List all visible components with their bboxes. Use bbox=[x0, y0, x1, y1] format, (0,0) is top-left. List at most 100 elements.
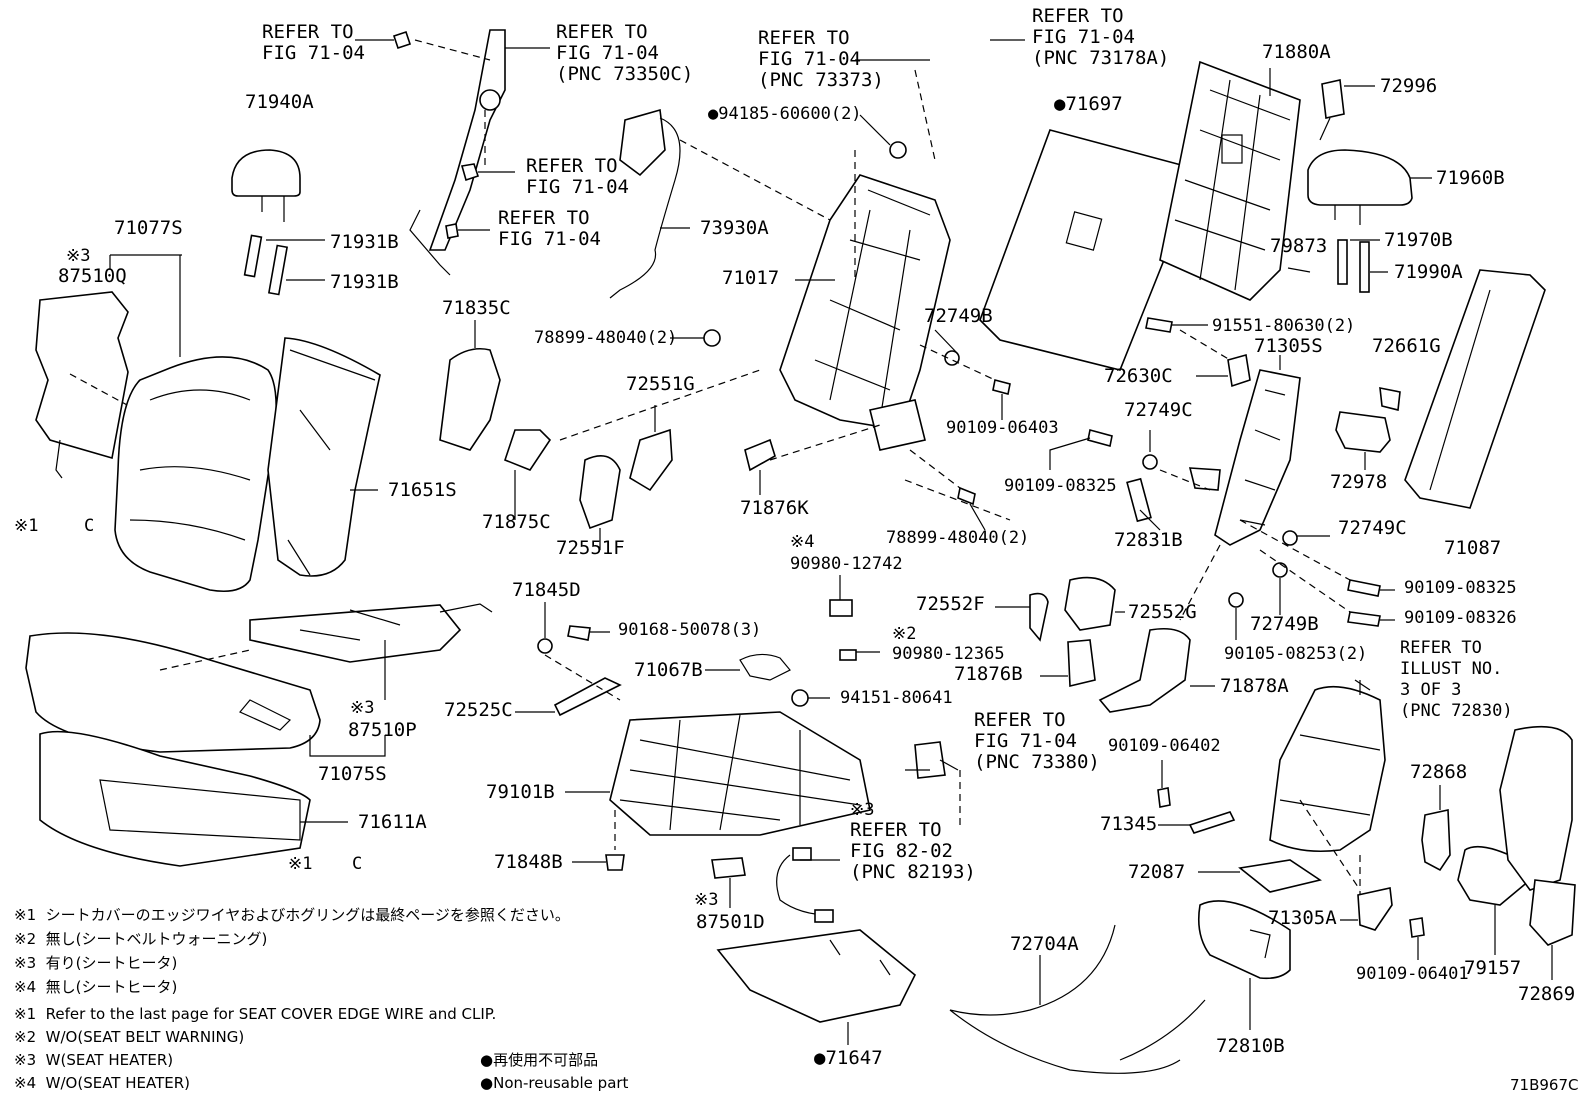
part-90168-50078[interactable]: 90168-50078(3) bbox=[618, 620, 762, 640]
heater-harness-drawing bbox=[711, 847, 834, 923]
note-jp-1: ※1 シートカバーのエッジワイヤおよびホグリングは最終ページを参照ください。 bbox=[14, 906, 570, 924]
part-87510Q[interactable]: 87510Q bbox=[58, 265, 127, 287]
part-71305S[interactable]: 71305S bbox=[1254, 335, 1323, 357]
part-72978[interactable]: 72978 bbox=[1330, 471, 1388, 493]
part-71835C[interactable]: 71835C bbox=[442, 297, 511, 319]
part-90105-08253[interactable]: 90105-08253(2) bbox=[1224, 644, 1368, 664]
part-71077S[interactable]: 71077S bbox=[114, 217, 183, 239]
part-71611A[interactable]: 71611A bbox=[358, 811, 427, 833]
handle-cover-drawing bbox=[1197, 900, 1291, 1030]
wire-harness-back-drawing bbox=[609, 108, 831, 299]
part-71876K[interactable]: 71876K bbox=[740, 497, 809, 519]
fastener-drawings bbox=[355, 30, 907, 347]
part-90109-08325[interactable]: 90109-08325 bbox=[1404, 578, 1517, 598]
part-72551F[interactable]: 72551F bbox=[556, 537, 625, 559]
part-71075S[interactable]: 71075S bbox=[318, 763, 387, 785]
part-71931B[interactable]: 71931B bbox=[330, 271, 399, 293]
part-72704A[interactable]: 72704A bbox=[1010, 933, 1079, 955]
side-panel-drawing bbox=[1404, 269, 1546, 509]
mark-3: ※3 bbox=[694, 890, 719, 910]
note-en-4: ※4 W/O(SEAT HEATER) bbox=[14, 1074, 190, 1092]
part-71960B[interactable]: 71960B bbox=[1436, 167, 1505, 189]
part-72749C[interactable]: 72749C bbox=[1338, 517, 1407, 539]
part-79157[interactable]: 79157 bbox=[1464, 957, 1522, 979]
part-71848B[interactable]: 71848B bbox=[494, 851, 563, 873]
part-78899-48040[interactable]: 78899-48040(2) bbox=[886, 528, 1030, 548]
part-71931B[interactable]: 71931B bbox=[330, 231, 399, 253]
seat-track-drawing bbox=[565, 711, 961, 836]
part-94151-80641[interactable]: 94151-80641 bbox=[840, 688, 953, 708]
part-71345[interactable]: 71345 bbox=[1100, 813, 1158, 835]
part-90980-12742[interactable]: 90980-12742 bbox=[790, 554, 903, 574]
part-91551-80630[interactable]: 91551-80630(2) bbox=[1212, 316, 1356, 336]
recliner-covers-drawing bbox=[995, 576, 1215, 713]
seat-cushion-cover-drawing bbox=[25, 632, 321, 753]
part-72749C[interactable]: 72749C bbox=[1124, 399, 1193, 421]
clip-drawing bbox=[572, 810, 625, 871]
note-jp-4: ※4 無し(シートヒータ) bbox=[14, 978, 178, 996]
back-board-drawing bbox=[979, 129, 1202, 371]
note-en-2: ※2 W/O(SEAT BELT WARNING) bbox=[14, 1028, 245, 1046]
guide-drawings bbox=[243, 234, 325, 296]
part-71990A[interactable]: 71990A bbox=[1394, 261, 1463, 283]
hinge-frame-drawing bbox=[1188, 355, 1301, 546]
part-72087[interactable]: 72087 bbox=[1128, 861, 1186, 883]
part-71067B[interactable]: 71067B bbox=[634, 659, 703, 681]
part-87510P[interactable]: 87510P bbox=[348, 719, 417, 741]
legend-jp: 再使用不可部品 bbox=[480, 1051, 598, 1069]
lever-drawing bbox=[515, 677, 622, 717]
mark-3: ※3 bbox=[350, 698, 375, 718]
part-71878A[interactable]: 71878A bbox=[1220, 675, 1289, 697]
part-71651S[interactable]: 71651S bbox=[388, 479, 457, 501]
part-71697[interactable]: 71697 bbox=[1054, 94, 1122, 115]
ref-belt: REFER TO FIG 71-04 (PNC 73350C) bbox=[556, 21, 694, 85]
part-79101B[interactable]: 79101B bbox=[486, 781, 555, 803]
part-71305A[interactable]: 71305A bbox=[1268, 907, 1337, 929]
part-79873[interactable]: 79873 bbox=[1270, 235, 1328, 257]
part-90109-06402[interactable]: 90109-06402 bbox=[1108, 736, 1221, 756]
part-71845D[interactable]: 71845D bbox=[512, 579, 581, 601]
part-90109-06401[interactable]: 90109-06401 bbox=[1356, 964, 1469, 984]
ref-illust: REFER TO ILLUST NO. 3 OF 3 (PNC 72830) bbox=[1400, 638, 1513, 721]
seat-cushion-pad-drawing bbox=[39, 730, 348, 867]
ref-belt-nut: REFER TO FIG 71-04 bbox=[526, 155, 629, 198]
part-72551G[interactable]: 72551G bbox=[626, 373, 695, 395]
part-87501D[interactable]: 87501D bbox=[696, 911, 765, 933]
part-72525C[interactable]: 72525C bbox=[444, 699, 513, 721]
part-73930A[interactable]: 73930A bbox=[700, 217, 769, 239]
part-72661G[interactable]: 72661G bbox=[1372, 335, 1441, 357]
covers-left-drawing bbox=[439, 320, 881, 550]
seatback-frame-drawing bbox=[779, 174, 951, 451]
part-72810B[interactable]: 72810B bbox=[1216, 1035, 1285, 1057]
part-72996[interactable]: 72996 bbox=[1380, 75, 1438, 97]
headrest-right-drawing bbox=[1287, 149, 1432, 293]
part-78899-48040[interactable]: 78899-48040(2) bbox=[534, 328, 678, 348]
part-71087[interactable]: 71087 bbox=[1444, 537, 1502, 559]
bracket-drawing bbox=[1340, 887, 1425, 960]
part-90109-08326[interactable]: 90109-08326 bbox=[1404, 608, 1517, 628]
part-71017[interactable]: 71017 bbox=[722, 267, 780, 289]
part-71875C[interactable]: 71875C bbox=[482, 511, 551, 533]
lock-parts-drawing bbox=[1196, 353, 1401, 470]
seatbelt-drawing bbox=[409, 29, 550, 276]
part-72749B[interactable]: 72749B bbox=[1250, 613, 1319, 635]
part-72749B[interactable]: 72749B bbox=[924, 305, 993, 327]
part-72831B[interactable]: 72831B bbox=[1114, 529, 1183, 551]
part-72630C[interactable]: 72630C bbox=[1104, 365, 1173, 387]
part-90109-08325[interactable]: 90109-08325 bbox=[1004, 476, 1117, 496]
part-71647[interactable]: 71647 bbox=[814, 1048, 882, 1069]
heater-pad-seat-drawing bbox=[159, 603, 493, 757]
part-71880A[interactable]: 71880A bbox=[1262, 41, 1331, 63]
part-71940A[interactable]: 71940A bbox=[245, 91, 314, 113]
part-90980-12365[interactable]: 90980-12365 bbox=[892, 644, 1005, 664]
part-71970B[interactable]: 71970B bbox=[1384, 229, 1453, 251]
part-90109-06403[interactable]: 90109-06403 bbox=[946, 418, 1059, 438]
part-72552G[interactable]: 72552G bbox=[1128, 601, 1197, 623]
part-94185-60600[interactable]: 94185-60600(2) bbox=[708, 104, 861, 125]
part-71876B[interactable]: 71876B bbox=[954, 663, 1023, 685]
part-72868[interactable]: 72868 bbox=[1410, 761, 1468, 783]
part-72869[interactable]: 72869 bbox=[1518, 983, 1576, 1005]
part-72552F[interactable]: 72552F bbox=[916, 593, 985, 615]
mark-3: ※3 bbox=[66, 246, 91, 266]
